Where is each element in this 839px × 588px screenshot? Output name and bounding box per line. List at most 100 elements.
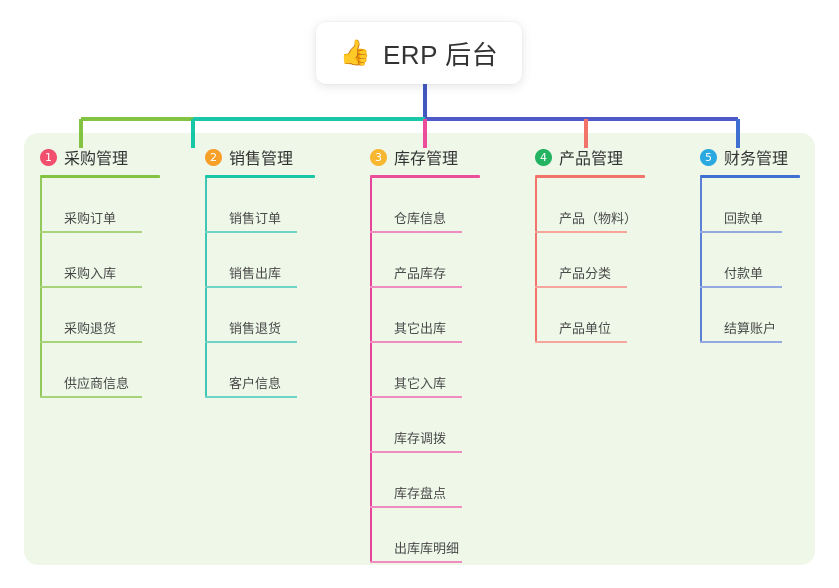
leaf-item[interactable]: 库存调拨	[370, 398, 480, 453]
content-panel	[24, 133, 815, 565]
leaf-item[interactable]: 产品分类	[535, 233, 645, 288]
branch-badge: 4	[535, 148, 552, 166]
leaf-item-label: 仓库信息	[394, 211, 447, 226]
leaf-item-label: 产品（物料）	[559, 211, 638, 226]
leaf-item[interactable]: 客户信息	[205, 343, 315, 398]
leaf-item-underline	[370, 506, 462, 508]
leaf-item[interactable]: 销售退货	[205, 288, 315, 343]
branch-item-list: 销售订单销售出库销售退货客户信息	[205, 178, 315, 398]
branch-spine	[535, 178, 537, 343]
branch-item-list: 产品（物料） 产品分类产品单位	[535, 178, 645, 343]
thumbs-up-icon: 👍	[339, 38, 371, 67]
leaf-item-underline	[40, 341, 142, 343]
branch-badge: 3	[370, 148, 387, 166]
leaf-item-underline	[535, 231, 627, 233]
leaf-item-underline	[205, 286, 297, 288]
branch-column-5: 5 财务管理回款单付款单结算账户	[700, 145, 800, 343]
leaf-item-label: 产品单位	[559, 321, 612, 336]
leaf-item[interactable]: 销售出库	[205, 233, 315, 288]
leaf-item-label: 供应商信息	[64, 376, 130, 391]
leaf-item-underline	[535, 341, 627, 343]
branch-spine	[205, 178, 207, 398]
leaf-item[interactable]: 销售订单	[205, 178, 315, 233]
leaf-item[interactable]: 其它出库	[370, 288, 480, 343]
leaf-item-underline	[40, 396, 142, 398]
leaf-item-underline	[370, 561, 462, 563]
branch-badge: 5	[700, 148, 717, 166]
branch-header-5[interactable]: 5 财务管理	[700, 145, 800, 169]
branch-underline	[535, 175, 645, 178]
leaf-item[interactable]: 采购入库	[40, 233, 160, 288]
leaf-item-underline	[370, 396, 462, 398]
leaf-item[interactable]: 回款单	[700, 178, 800, 233]
branch-underline	[40, 175, 160, 178]
leaf-item-underline	[40, 231, 142, 233]
leaf-item-label: 结算账户	[724, 321, 777, 336]
leaf-item-underline	[205, 341, 297, 343]
branch-title: 产品管理	[559, 151, 624, 168]
leaf-item-underline	[205, 231, 297, 233]
branch-badge: 2	[205, 148, 222, 166]
leaf-item[interactable]: 产品（物料）	[535, 178, 645, 233]
leaf-item-label: 销售退货	[229, 321, 282, 336]
branch-title: 采购管理	[64, 151, 129, 168]
leaf-item-underline	[370, 341, 462, 343]
leaf-item-underline	[370, 451, 462, 453]
leaf-item-label: 销售订单	[229, 211, 282, 226]
leaf-item[interactable]: 供应商信息	[40, 343, 160, 398]
leaf-item-underline	[700, 231, 782, 233]
leaf-item-label: 采购入库	[64, 266, 117, 281]
leaf-item[interactable]: 采购订单	[40, 178, 160, 233]
leaf-item[interactable]: 付款单	[700, 233, 800, 288]
branch-header-3[interactable]: 3 库存管理	[370, 145, 480, 169]
branch-header-1[interactable]: 1 采购管理	[40, 145, 160, 169]
branch-column-1: 1 采购管理采购订单采购入库采购退货供应商信息	[40, 145, 160, 398]
leaf-item-underline	[370, 231, 462, 233]
leaf-item-label: 库存调拨	[394, 431, 447, 446]
leaf-item-label: 出库库明细	[394, 541, 460, 556]
branch-header-2[interactable]: 2 销售管理	[205, 145, 315, 169]
leaf-item-underline	[700, 286, 782, 288]
branch-item-list: 回款单付款单结算账户	[700, 178, 800, 343]
leaf-item-label: 回款单	[724, 211, 764, 226]
leaf-item-label: 库存盘点	[394, 486, 447, 501]
leaf-item[interactable]: 库存盘点	[370, 453, 480, 508]
leaf-item-underline	[205, 396, 297, 398]
leaf-item[interactable]: 其它入库	[370, 343, 480, 398]
branch-title: 销售管理	[229, 151, 294, 168]
branch-header-4[interactable]: 4 产品管理	[535, 145, 645, 169]
leaf-item-label: 其它入库	[394, 376, 447, 391]
leaf-item[interactable]: 产品库存	[370, 233, 480, 288]
leaf-item-label: 客户信息	[229, 376, 282, 391]
leaf-item-underline	[370, 286, 462, 288]
branch-badge: 1	[40, 148, 57, 166]
branch-title: 财务管理	[724, 151, 789, 168]
leaf-item[interactable]: 结算账户	[700, 288, 800, 343]
leaf-item[interactable]: 产品单位	[535, 288, 645, 343]
leaf-item[interactable]: 采购退货	[40, 288, 160, 343]
leaf-item-label: 采购订单	[64, 211, 117, 226]
branch-underline	[205, 175, 315, 178]
leaf-item-label: 其它出库	[394, 321, 447, 336]
branch-item-list: 采购订单采购入库采购退货供应商信息	[40, 178, 160, 398]
leaf-item-underline	[535, 286, 627, 288]
branch-column-4: 4 产品管理产品（物料） 产品分类产品单位	[535, 145, 645, 343]
branch-underline	[700, 175, 800, 178]
leaf-item[interactable]: 仓库信息	[370, 178, 480, 233]
leaf-item[interactable]: 出库库明细	[370, 508, 480, 563]
leaf-item-underline	[40, 286, 142, 288]
page-title: ERP 后台	[382, 39, 499, 70]
leaf-item-label: 产品库存	[394, 266, 447, 281]
branch-column-2: 2 销售管理销售订单销售出库销售退货客户信息	[205, 145, 315, 398]
leaf-item-label: 产品分类	[559, 266, 612, 281]
branch-item-list: 仓库信息产品库存其它出库其它入库库存调拨库存盘点出库库明细	[370, 178, 480, 563]
branch-spine	[40, 178, 42, 398]
branch-underline	[370, 175, 480, 178]
leaf-item-label: 付款单	[724, 266, 764, 281]
branch-title: 库存管理	[394, 151, 459, 168]
branch-column-3: 3 库存管理仓库信息产品库存其它出库其它入库库存调拨库存盘点出库库明细	[370, 145, 480, 563]
branch-spine	[370, 178, 372, 563]
root-node[interactable]: 👍 ERP 后台	[316, 22, 522, 84]
leaf-item-label: 采购退货	[64, 321, 117, 336]
